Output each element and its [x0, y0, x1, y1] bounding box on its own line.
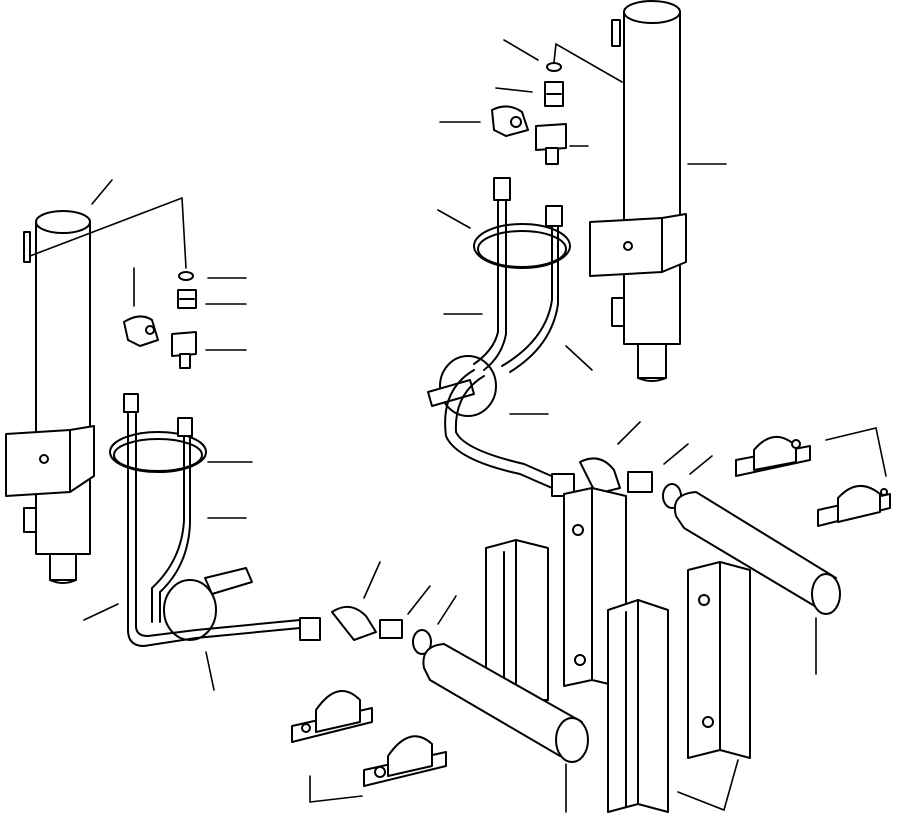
- pipe-clamps: [291, 436, 891, 787]
- right-hydraulic-cylinder: [589, 0, 687, 382]
- left-fittings: [123, 271, 197, 369]
- left-hydraulic-cylinder: [5, 210, 95, 584]
- left-pipe-assembly: [109, 393, 432, 655]
- roller-tubes: [422, 491, 841, 763]
- callout-leader-lines: [29, 39, 887, 813]
- steel-channels: [485, 487, 751, 813]
- right-pipe-assembly: [427, 177, 682, 509]
- right-fittings: [491, 62, 567, 165]
